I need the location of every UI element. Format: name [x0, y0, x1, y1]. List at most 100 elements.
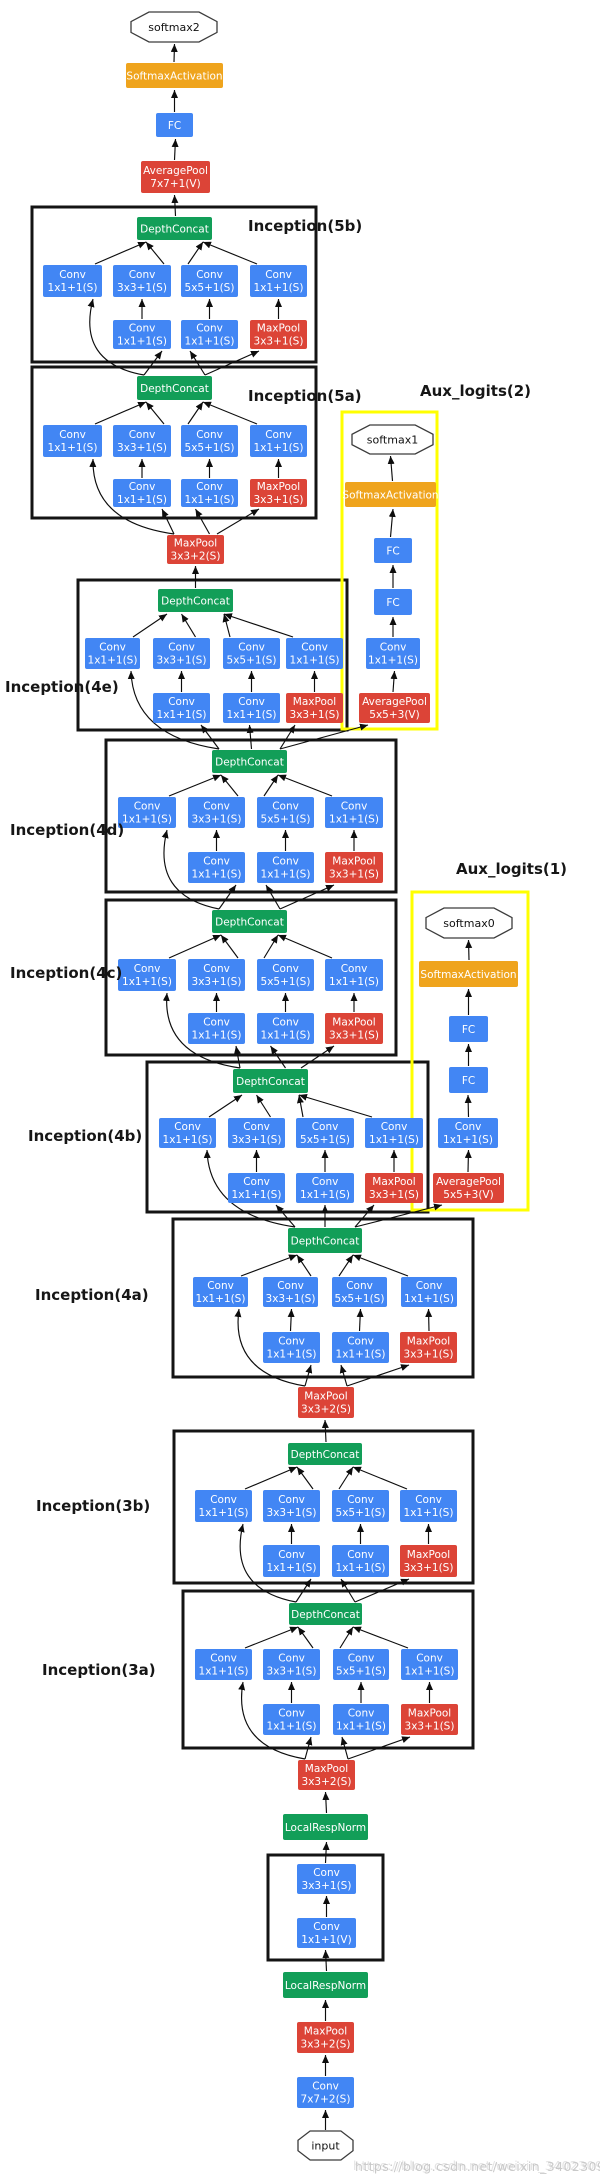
- node-label-mp23-line1: MaxPool: [305, 1763, 348, 1775]
- node-label-4a_concat: DepthConcat: [291, 1235, 360, 1247]
- edge-3b_c4-3b_concat: [352, 1466, 408, 1490]
- edge-5b_c1-5b_concat: [94, 241, 147, 265]
- edge-mp45-5a_r1: [161, 508, 175, 535]
- node-label-3a_c5-line2: 5x5+1(S): [336, 1666, 386, 1678]
- edge-4e_c3-4e_concat: [181, 613, 196, 638]
- node-4d_concat: [212, 750, 287, 773]
- node-3b_mp: [400, 1545, 457, 1577]
- node-4c_concat: [212, 910, 287, 933]
- edge-4c_c3-4c_concat: [220, 934, 239, 959]
- node-label-5a_mp-line1: MaxPool: [257, 481, 300, 493]
- node-4d_c3: [188, 797, 245, 828]
- edge-5a_concat-5b_r1: [143, 350, 163, 376]
- node-label-4c_c4-line1: Conv: [341, 963, 368, 975]
- edge-4a_mp-4a_c4: [425, 1308, 433, 1332]
- node-a1_fc1: [449, 1016, 488, 1042]
- node-label-4a_c5-line2: 5x5+1(S): [335, 1293, 385, 1305]
- watermark: https://blog.csdn.net/weixin_34023093: [355, 2159, 600, 2174]
- node-label-4b_c3-line1: Conv: [243, 1121, 270, 1133]
- node-label-4e_c1-line2: 1x1+1(S): [88, 655, 138, 667]
- node-label-4a_c4-line1: Conv: [416, 1280, 443, 1292]
- node-label-4c_mp-line2: 3x3+1(S): [329, 1030, 379, 1042]
- node-label-input: input: [311, 2140, 340, 2153]
- node-label-mp45-line2: 3x3+2(S): [171, 551, 221, 563]
- edge-4e_c5-4e_concat: [222, 613, 231, 638]
- label-inception-3a: Inception(3a): [42, 1661, 156, 1679]
- node-label-fc_top: FC: [168, 120, 181, 132]
- node-label-4e_c4-line2: 1x1+1(S): [290, 655, 340, 667]
- edge-4a_concat-a1_avg: [354, 1203, 443, 1228]
- node-fc_top: [156, 113, 193, 137]
- node-label-4d_mp-line1: MaxPool: [332, 856, 375, 868]
- node-4a_concat: [288, 1228, 362, 1253]
- edge-lrn1-convb2: [322, 1949, 330, 1972]
- node-label-4c_r2-line2: 1x1+1(S): [261, 1030, 311, 1042]
- node-3a_c1: [195, 1649, 252, 1680]
- node-a1_conv: [438, 1118, 498, 1148]
- node-mp12: [297, 2022, 354, 2053]
- node-5b_concat: [137, 217, 212, 240]
- node-4a_r2: [332, 1332, 389, 1363]
- node-label-4b_c4-line1: Conv: [381, 1121, 408, 1133]
- node-4d_mp: [325, 852, 383, 883]
- node-4b_c3: [228, 1118, 285, 1148]
- node-mp45: [167, 535, 224, 564]
- node-label-avg_top-line1: AveragePool: [143, 165, 208, 177]
- block-inception-5b: [30, 205, 318, 364]
- node-3a_r2: [333, 1704, 389, 1735]
- edge-act_top-softmax2: [170, 43, 178, 63]
- node-label-5a_r2-line2: 1x1+1(S): [185, 494, 235, 506]
- node-4a_c5: [332, 1277, 387, 1307]
- edge-3a_c3-3a_concat: [297, 1626, 314, 1649]
- node-label-4c_r2-line1: Conv: [272, 1017, 299, 1029]
- node-3a_concat: [289, 1603, 362, 1625]
- edge-5b_concat-avg_top: [171, 194, 179, 217]
- watermark-shadow: https://blog.csdn.net/weixin_34023093: [353, 2158, 600, 2173]
- node-label-4e_c4-line1: Conv: [301, 642, 328, 654]
- node-4b_mp: [365, 1173, 423, 1203]
- edge-4d_concat-4e_c1: [127, 670, 220, 750]
- node-label-3b_c3-line2: 3x3+1(S): [267, 1507, 317, 1519]
- edge-3a_concat-3b_mp: [354, 1578, 410, 1603]
- node-label-convb1-line2: 7x7+2(S): [301, 2094, 351, 2106]
- node-convb2: [297, 1918, 356, 1948]
- node-label-4a_r2-line1: Conv: [347, 1336, 374, 1348]
- node-label-lrn1: LocalRespNorm: [285, 1980, 366, 1992]
- node-label-3b_mp-line1: MaxPool: [407, 1549, 450, 1561]
- node-label-3a_r1-line2: 1x1+1(S): [267, 1721, 317, 1733]
- node-convb3: [297, 1864, 356, 1894]
- node-label-4b_r2-line1: Conv: [312, 1176, 339, 1188]
- node-label-4e_mp-line1: MaxPool: [293, 696, 336, 708]
- node-label-3a_c3-line1: Conv: [278, 1653, 305, 1665]
- node-4c_c3: [188, 959, 245, 991]
- node-label-a2_avg-line2: 5x5+3(V): [369, 709, 419, 721]
- block-inception-4a: [171, 1217, 475, 1379]
- node-4e_c3: [153, 638, 210, 669]
- node-label-3a_r2-line2: 1x1+1(S): [336, 1721, 386, 1733]
- node-label-4c_concat: DepthConcat: [215, 916, 284, 928]
- node-label-4c_c4-line2: 1x1+1(S): [329, 976, 379, 988]
- node-label-4c_r1-line2: 1x1+1(S): [192, 1030, 242, 1042]
- node-label-convb3-line1: Conv: [313, 1867, 340, 1879]
- edge-a1_avg-a1_conv: [464, 1149, 472, 1173]
- node-label-4a_r1-line1: Conv: [278, 1336, 305, 1348]
- node-label-5b_c4-line1: Conv: [265, 269, 292, 281]
- node-label-a1_conv-line2: 1x1+1(S): [443, 1134, 493, 1146]
- edge-4a_concat-4b_mp: [354, 1204, 375, 1228]
- node-5a_c1: [43, 425, 102, 457]
- edge-mp23-3a_r2: [340, 1736, 349, 1760]
- node-3a_c4: [401, 1649, 458, 1680]
- label-inception-5a: Inception(5a): [248, 387, 362, 405]
- edge-4b_c4-4b_concat: [298, 1093, 373, 1118]
- node-label-5b_c5-line2: 5x5+1(S): [185, 282, 235, 294]
- edge-5b_c3-5b_concat: [145, 241, 165, 265]
- node-5a_r2: [181, 479, 238, 507]
- node-5a_c3: [113, 425, 171, 457]
- node-label-5b_c3-line1: Conv: [129, 269, 156, 281]
- node-label-avg_top-line2: 7x7+1(V): [150, 178, 200, 190]
- node-3b_c3: [263, 1490, 320, 1522]
- node-5b_c5: [181, 265, 238, 297]
- edge-4b_c1-4b_concat: [208, 1094, 243, 1118]
- node-label-3a_c4-line2: 1x1+1(S): [405, 1666, 455, 1678]
